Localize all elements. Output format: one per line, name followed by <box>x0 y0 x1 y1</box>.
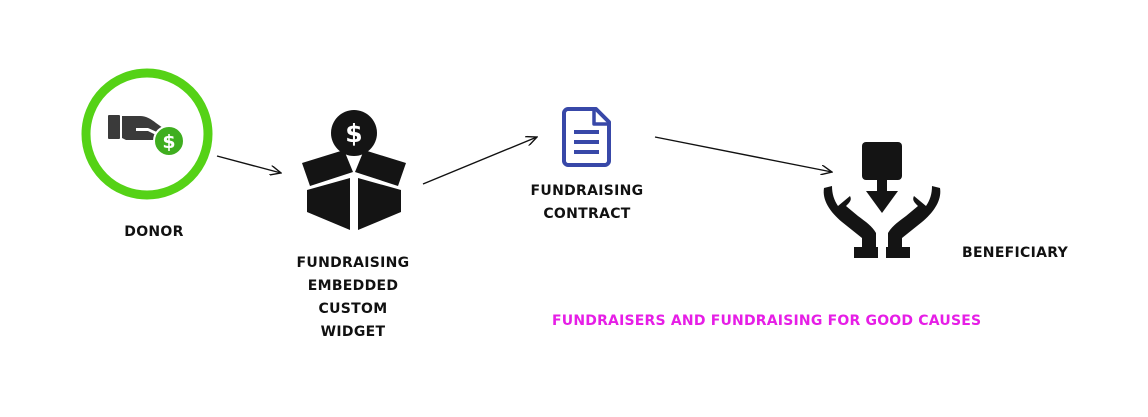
widget-label: FUNDRAISING EMBEDDED CUSTOM WIDGET <box>292 252 414 344</box>
svg-text:$: $ <box>345 119 362 148</box>
caption-text: FUNDRAISERS AND FUNDRAISING FOR GOOD CAU… <box>552 313 982 329</box>
widget-label-line-1: FUNDRAISING <box>296 255 410 271</box>
arrow-donor-to-widget <box>216 155 281 173</box>
widget-label-line-2: EMBEDDED <box>307 278 399 294</box>
document-icon <box>562 107 611 167</box>
hands-receiving-icon <box>823 142 941 258</box>
donation-box-icon: $ <box>302 110 406 230</box>
donor-label: DONOR <box>124 224 184 240</box>
contract-label-line-2: CONTRACT <box>543 206 631 222</box>
donor-icon: $ <box>81 68 213 200</box>
widget-label-line-3: CUSTOM <box>318 301 388 317</box>
contract-label: FUNDRAISING CONTRACT <box>526 180 648 226</box>
arrow-contract-to-beneficiary <box>654 136 832 172</box>
svg-text:$: $ <box>162 131 175 153</box>
widget-label-line-4: WIDGET <box>320 324 386 340</box>
contract-label-line-1: FUNDRAISING <box>530 183 644 199</box>
arrow-widget-to-contract <box>422 137 537 185</box>
beneficiary-label: BENEFICIARY <box>961 245 1069 261</box>
